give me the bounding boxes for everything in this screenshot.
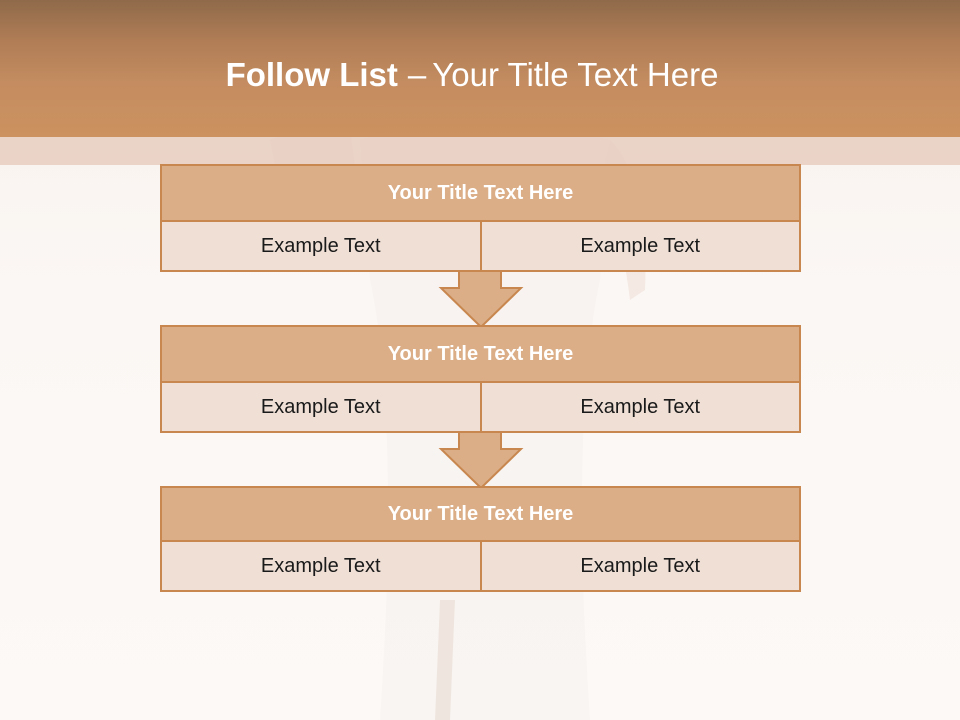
title-bold-part: Follow List <box>225 56 398 93</box>
header-sub-band <box>0 137 960 165</box>
slide-title: Follow List–Your Title Text Here <box>0 52 944 98</box>
step-cell-right: Example Text <box>479 542 799 590</box>
step-title: Your Title Text Here <box>160 325 801 383</box>
step-title: Your Title Text Here <box>160 486 801 542</box>
step-row: Example Text Example Text <box>160 383 801 433</box>
step-cell-left: Example Text <box>162 383 480 431</box>
step-2: Your Title Text Here Example Text Exampl… <box>160 325 801 433</box>
step-row: Example Text Example Text <box>160 542 801 592</box>
header-bar <box>0 0 960 137</box>
step-title: Your Title Text Here <box>160 164 801 222</box>
step-row: Example Text Example Text <box>160 222 801 272</box>
step-cell-left: Example Text <box>162 222 480 270</box>
step-3: Your Title Text Here Example Text Exampl… <box>160 486 801 592</box>
down-arrow-icon <box>438 270 524 329</box>
step-cell-right: Example Text <box>479 222 799 270</box>
title-separator: – <box>407 56 427 93</box>
title-rest: Your Title Text Here <box>432 56 719 93</box>
step-cell-right: Example Text <box>479 383 799 431</box>
down-arrow-icon <box>438 431 524 490</box>
step-1: Your Title Text Here Example Text Exampl… <box>160 164 801 272</box>
step-cell-left: Example Text <box>162 542 480 590</box>
